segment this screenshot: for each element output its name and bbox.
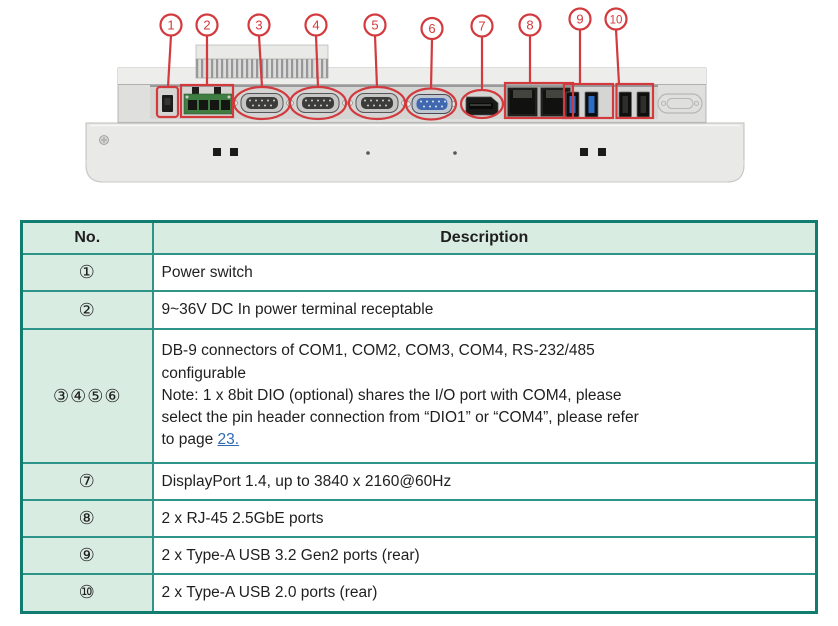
desc-line: configurable	[161, 364, 246, 382]
rear-panel-diagram: 1 2 3 4 5 6 7 8 9 10	[85, 7, 745, 183]
callout-annotations: 1 2 3 4 5 6 7 8 9 10	[155, 7, 655, 121]
row-number-badge: ⑨	[20, 536, 154, 575]
table-row-rj45: ⑧ 2 x RJ-45 2.5GbE ports	[20, 499, 818, 538]
svg-text:1: 1	[167, 18, 174, 33]
row-number-badge: ⑦	[20, 462, 154, 501]
svg-text:5: 5	[371, 18, 378, 33]
callout-circle-1: 1	[159, 13, 183, 37]
row-description: 2 x Type-A USB 3.2 Gen2 ports (rear)	[151, 536, 818, 575]
highlight-box-1	[155, 85, 180, 119]
callout-circle-4: 4	[304, 13, 328, 37]
svg-text:2: 2	[203, 18, 210, 33]
dc-terminal-block-icon	[183, 87, 233, 115]
svg-text:10: 10	[610, 15, 623, 27]
svg-text:4: 4	[312, 18, 319, 33]
callout-circle-6: 6	[420, 16, 444, 41]
row-number-badge: ⑩	[20, 573, 154, 613]
power-switch-icon	[162, 95, 173, 112]
row-description: 9~36V DC In power terminal receptable	[151, 290, 818, 330]
desc-line: DB-9 connectors of COM1, COM2, COM3, COM…	[161, 342, 595, 360]
port-description-table: No. Description ① Power switch ② 9~36V D…	[20, 220, 818, 614]
displayport-icon	[465, 96, 499, 116]
highlight-box-8	[503, 81, 575, 120]
svg-text:7: 7	[478, 19, 485, 34]
table-row-dc-in: ② 9~36V DC In power terminal receptable	[20, 290, 818, 330]
column-header-description: Description	[151, 220, 818, 255]
svg-text:8: 8	[526, 18, 533, 33]
desc-line: Note: 1 x 8bit DIO (optional) shares the…	[161, 386, 622, 404]
db9-com-ports	[232, 93, 407, 113]
row-description: 2 x RJ-45 2.5GbE ports	[151, 499, 818, 538]
row-number-badge: ⑧	[20, 499, 154, 538]
desc-line: select the pin header connection from “D…	[161, 409, 639, 427]
desc-line: to page 23.	[162, 429, 810, 451]
table-row-displayport: ⑦ DisplayPort 1.4, up to 3840 x 2160@60H…	[20, 462, 818, 501]
callout-circle-10: 10	[604, 7, 628, 31]
highlight-box-9	[562, 82, 615, 120]
table-row-power-switch: ① Power switch	[20, 253, 818, 292]
rear-panel-figure: 1 2 3 4 5 6 7 8 9 10	[0, 0, 838, 212]
db9-com1-icon	[232, 93, 292, 113]
column-header-no: No.	[20, 220, 154, 255]
page-23-link[interactable]: 23.	[217, 431, 240, 449]
db9-com4-blue-icon	[405, 94, 457, 114]
row-number-badge: ③④⑤⑥	[20, 328, 154, 464]
flange-details	[99, 135, 606, 156]
callout-circle-5: 5	[363, 13, 387, 37]
svg-text:9: 9	[576, 12, 583, 27]
callout-circle-9: 9	[568, 7, 592, 31]
callout-circle-3: 3	[247, 13, 271, 37]
svg-text:3: 3	[255, 18, 262, 33]
display-rear-flange	[85, 122, 745, 183]
table-row-usb2: ⑩ 2 x Type-A USB 2.0 ports (rear)	[20, 573, 818, 613]
table-row-usb3: ⑨ 2 x Type-A USB 3.2 Gen2 ports (rear)	[20, 536, 818, 575]
callout-circle-2: 2	[195, 13, 219, 37]
callout-circle-7: 7	[470, 14, 494, 38]
row-number-badge: ①	[20, 253, 154, 292]
highlight-box-10	[615, 82, 655, 120]
svg-text:6: 6	[428, 21, 435, 36]
callout-circle-8: 8	[518, 13, 542, 37]
row-description: Power switch	[151, 253, 818, 292]
row-description: DisplayPort 1.4, up to 3840 x 2160@60Hz	[151, 462, 818, 501]
blank-dsub-cutout-icon	[657, 93, 703, 114]
usb2-ports-icon	[618, 91, 650, 118]
row-number-badge: ②	[20, 290, 154, 330]
table-header-row: No. Description	[20, 220, 818, 255]
table-row-com-ports: ③④⑤⑥ DB-9 connectors of COM1, COM2, COM3…	[20, 328, 818, 464]
desc-line-prefix: to page	[161, 431, 218, 449]
row-description: DB-9 connectors of COM1, COM2, COM3, COM…	[151, 328, 818, 464]
row-description: 2 x Type-A USB 2.0 ports (rear)	[151, 573, 818, 613]
